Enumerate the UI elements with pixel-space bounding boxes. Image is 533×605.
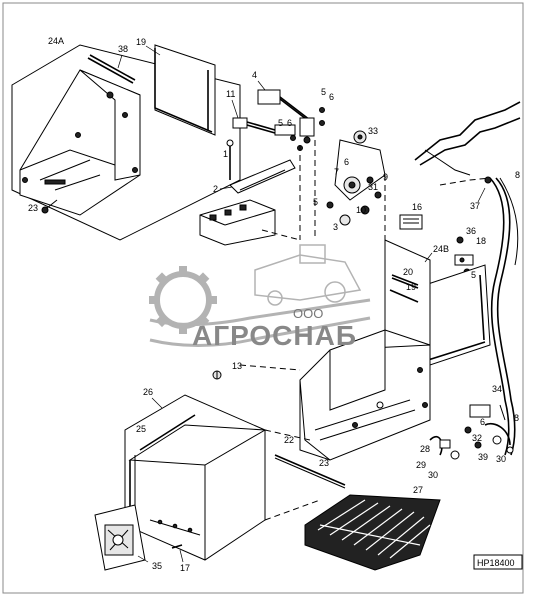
combine-harvester-icon (254, 244, 362, 306)
battery-and-cables (199, 89, 386, 390)
watermark-logo (149, 244, 371, 348)
callout: 17 (180, 563, 190, 573)
floor-mat-27 (304, 494, 441, 571)
callout: 11 (226, 89, 235, 99)
callout: 8 (514, 413, 519, 423)
callout: 25 (136, 424, 146, 434)
watermark-company-small: ООО (293, 306, 323, 321)
inset-24a (11, 44, 241, 241)
watermark-company-name: АГРОСНАБ (192, 320, 357, 351)
harness-and-box-24b (299, 101, 521, 461)
callout: 39 (478, 452, 488, 462)
callout: 6 (344, 157, 349, 167)
callout: 9 (383, 172, 388, 182)
cover-and-panel (94, 364, 321, 571)
callout-labels: 24A 38 19 23 4 5 6 11 5 6 1 2 33 6 7 9 3… (28, 36, 520, 573)
callout: 2 (213, 184, 218, 194)
callout: 20 (403, 267, 413, 277)
callout: 37 (470, 201, 480, 211)
callout: 31 (368, 182, 378, 192)
callout: 32 (472, 433, 482, 443)
callout: 23 (319, 458, 329, 468)
callout: 30 (428, 470, 438, 480)
callout: 23 (28, 203, 38, 213)
strip-22-edge (274, 457, 346, 489)
callout: 3 (333, 222, 338, 232)
callout: 18 (476, 236, 486, 246)
callout: 33 (368, 126, 378, 136)
callout: 27 (413, 485, 423, 495)
callout: 36 (466, 226, 476, 236)
callout: 6 (287, 118, 292, 128)
callout: 4 (252, 70, 257, 80)
diagram-id: HP18400 (477, 558, 515, 568)
callout: 5 (278, 118, 283, 128)
diagram-id-box: HP18400 (473, 554, 523, 570)
callout: 34 (492, 384, 502, 394)
callout: 13 (232, 361, 242, 371)
callout: 1 (223, 149, 228, 159)
callout: 24B (433, 244, 449, 254)
callout: 24A (48, 36, 64, 46)
callout: 5 (321, 87, 326, 97)
callout: 5 (471, 270, 476, 280)
callout: 28 (420, 444, 430, 454)
callout: 7 (334, 167, 339, 177)
callout: 16 (412, 202, 422, 212)
callout: 19 (136, 37, 146, 47)
callout: 29 (416, 460, 426, 470)
callout: 8 (515, 170, 520, 180)
callout: 35 (152, 561, 162, 571)
callout: 30 (496, 454, 506, 464)
callout: 26 (143, 387, 153, 397)
callout: 5 (313, 197, 318, 207)
callout: 6 (329, 92, 334, 102)
strip-22 (274, 454, 346, 486)
callout: 22 (284, 435, 294, 445)
callout: 6 (480, 417, 485, 427)
callout: 38 (118, 44, 128, 54)
callout: 10 (356, 205, 366, 215)
callout: 19 (406, 282, 416, 292)
